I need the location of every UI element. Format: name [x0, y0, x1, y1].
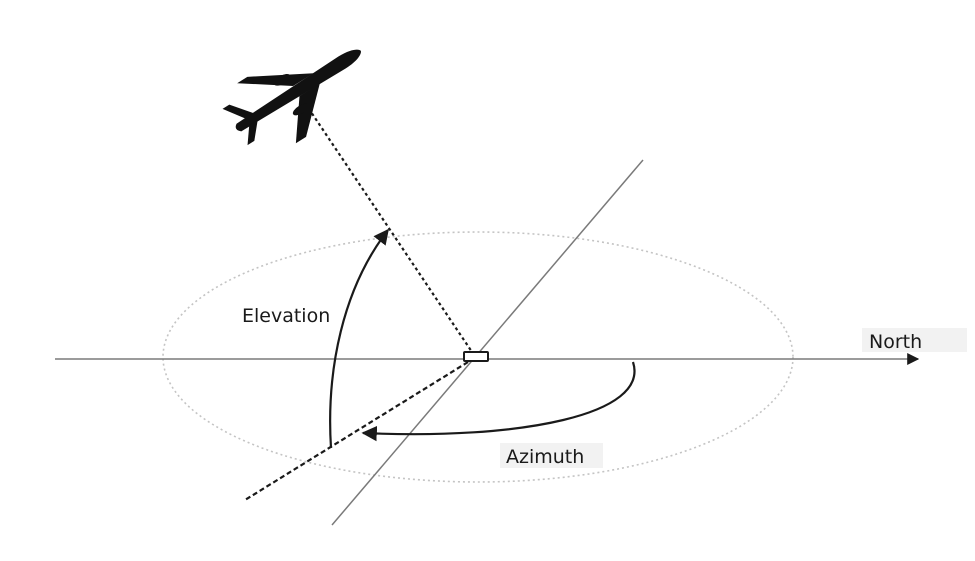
azimuth-arc [361, 361, 636, 442]
oblique-axis-line [331, 159, 644, 526]
observer-box-icon [463, 351, 489, 362]
azimuth-label-bg [500, 443, 603, 468]
horizon-plane-ellipse [162, 231, 794, 483]
airplane-icon [222, 49, 361, 146]
elevation-label: Elevation [242, 305, 330, 327]
elevation-arc [329, 228, 389, 449]
azimuth-label: Azimuth [506, 446, 584, 468]
horizon-projection-line [244, 361, 469, 501]
line-of-sight [308, 108, 475, 356]
north-label: North [869, 331, 922, 353]
north-label-bg [862, 328, 967, 352]
